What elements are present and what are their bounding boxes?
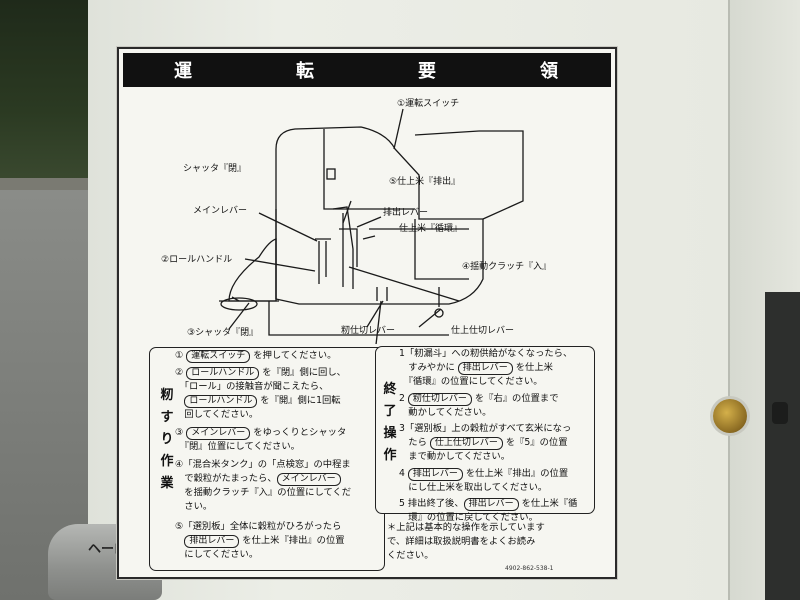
shutdown-line: 動かしてください。	[399, 407, 492, 418]
shutdown-line: すみやかに 排出レバー を仕上米	[399, 362, 553, 375]
part-number: 4902-862-538-1	[505, 565, 554, 572]
shutdown-line: 4 排出レバー を仕上米『排出』の位置	[399, 468, 569, 481]
panel-seam	[728, 0, 730, 600]
shutdown-line: 1「籾漏斗」への籾供給がなくなったら、	[399, 348, 573, 359]
label-paddy-lever: 籾仕切レバー	[341, 326, 396, 336]
hulling-line: にしてください。	[175, 549, 259, 560]
housing-bolt	[772, 402, 788, 424]
label-shutter-closed-3: ③シャッタ『閉』	[187, 328, 259, 338]
hulling-line: ② ロールハンドル を『閉』側に回し、	[175, 367, 346, 380]
shutdown-line: まで動かしてください。	[399, 451, 511, 462]
operation-guide-sign: 運 転 要 領	[117, 47, 617, 579]
bolt-icon	[713, 399, 747, 433]
label-finished-rice-cycle: 仕上米『循環』	[399, 224, 463, 234]
hulling-line: 『閉』位置にしてください。	[175, 441, 300, 452]
hulling-line: 「ロール」の接触音が聞こえたら、	[175, 381, 329, 392]
hulling-line: を揺動クラッチ『入』の位置にしてくだ	[175, 487, 352, 498]
shutdown-line: 5 排出終了後、排出レバー を仕上米『循	[399, 498, 578, 511]
shutdown-line: 『循環』の位置にしてください。	[399, 376, 543, 387]
label-run-switch: ①運転スイッチ	[397, 99, 460, 109]
label-finished-rice-out: ⑤仕上米『排出』	[389, 177, 461, 187]
title-char: 領	[540, 61, 560, 82]
hulling-line: ③ メインレバー をゆっくりとシャッタ	[175, 427, 347, 440]
title-char: 転	[296, 61, 316, 82]
label-swing-clutch: ④揺動クラッチ『入』	[462, 262, 552, 272]
note-line: ください。	[387, 550, 434, 561]
label-finish-lever: 仕上仕切レバー	[451, 326, 515, 336]
machine-diagram	[219, 108, 524, 344]
hulling-line: ロールハンドル を『開』側に1回転	[175, 394, 341, 408]
hulling-line: 回してください。	[175, 409, 259, 420]
hulling-line: ④「混合米タンク」の「点検窓」の中程ま	[175, 459, 351, 470]
shutdown-line: 3「選別板」上の穀粒がすべて玄米になっ	[399, 423, 572, 434]
shutdown-title: 終 了 操 作	[382, 379, 398, 467]
black-housing	[765, 292, 800, 600]
shutdown-line: にし仕上米を取出してください。	[399, 482, 548, 493]
label-discharge-lever: 排出レバー	[383, 208, 429, 218]
label-shutter-closed: シャッタ『閉』	[183, 164, 247, 174]
hulling-line: で穀粒がたまったら、メインレバー	[175, 472, 341, 486]
hulling-line: 排出レバー を仕上米『排出』の位置	[175, 534, 345, 548]
label-main-lever: メインレバー	[193, 206, 248, 216]
title-char: 要	[418, 61, 438, 82]
title-char: 運	[174, 61, 194, 82]
hulling-line: ⑤「選別板」全体に穀粒がひろがったら	[175, 521, 342, 532]
hulling-procedure-box	[149, 347, 385, 571]
label-roll-handle: ②ロールハンドル	[161, 255, 233, 265]
shutdown-line: 環』の位置に戻してください。	[399, 512, 538, 523]
hulling-line: さい。	[175, 501, 213, 512]
shutdown-line: たら 仕上仕切レバー を『5』の位置	[399, 437, 568, 450]
shutdown-line: 2 籾仕切レバー を『右』の位置まで	[399, 393, 559, 406]
note-line: で、詳細は取扱説明書をよくお読み	[387, 536, 536, 547]
sign-title-bar: 運 転 要 領	[123, 53, 611, 87]
note-line: ＊上記は基本的な操作を示しています	[387, 522, 545, 533]
hulling-line: ① 運転スイッチ を押してください。	[175, 350, 337, 363]
hulling-title: 籾 す り 作 業	[159, 385, 175, 495]
